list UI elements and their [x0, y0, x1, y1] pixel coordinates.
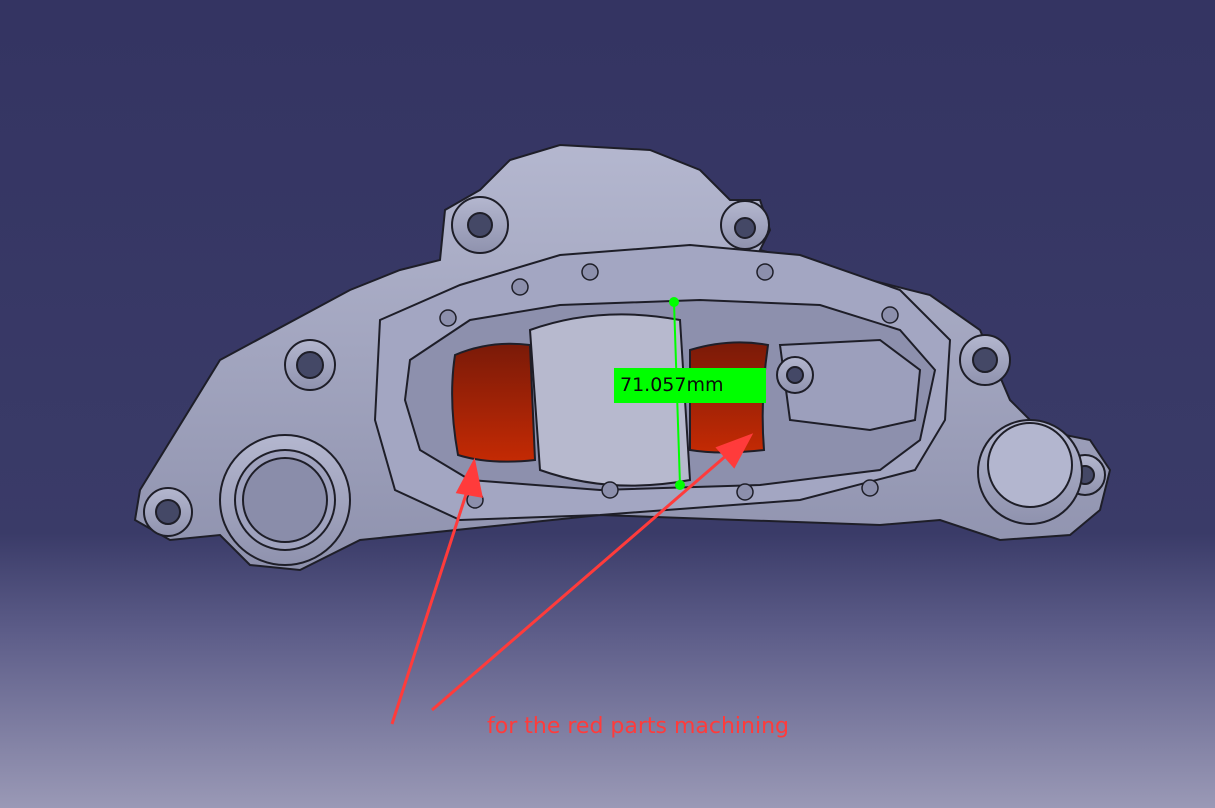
- brake-caliper-model[interactable]: [133, 143, 1112, 572]
- annotation-arrows: [390, 433, 754, 725]
- annotation-text: for the red parts machining: [487, 714, 789, 739]
- measurement-label[interactable]: 71.057mm: [614, 368, 766, 403]
- arrow-left: [390, 481, 472, 725]
- red-part-left: [451, 342, 537, 463]
- arrow-right: [431, 446, 736, 712]
